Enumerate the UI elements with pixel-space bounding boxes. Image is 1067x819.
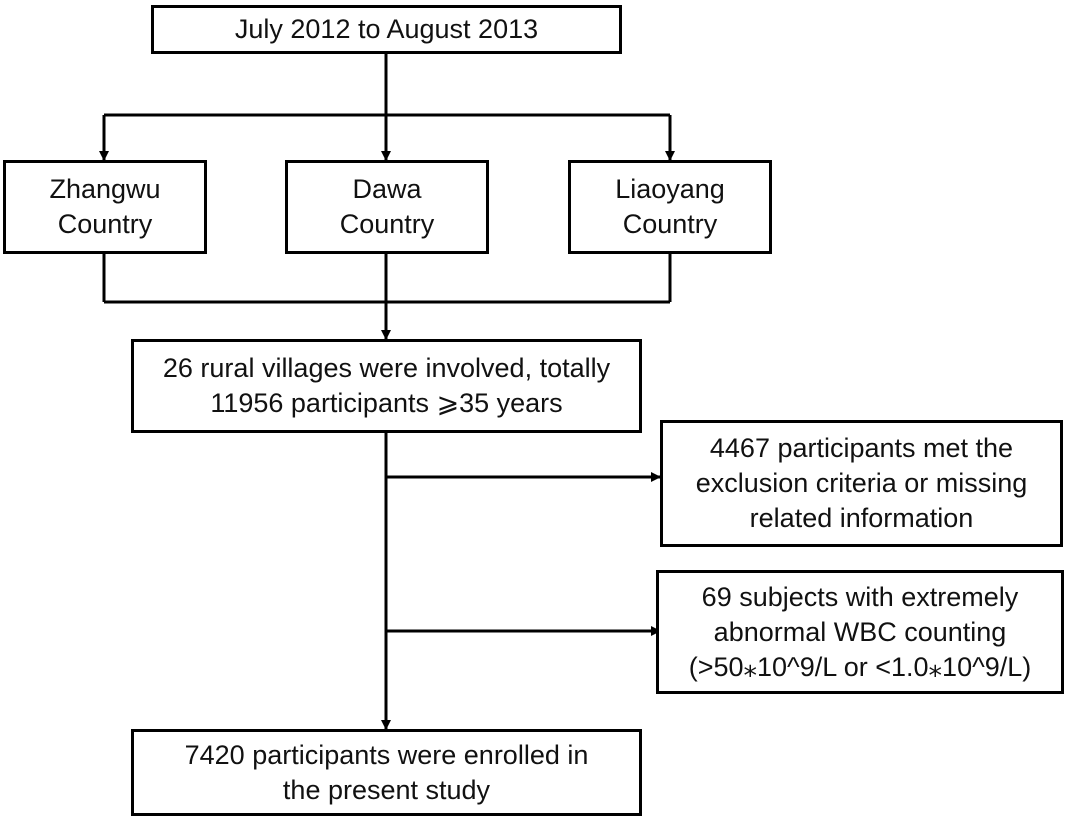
node-abnormal: 69 subjects with extremely abnormal WBC c… xyxy=(656,570,1064,694)
node-zhangwu-text-line-2: Country xyxy=(57,209,153,239)
node-villages-text-line-1: 26 rural villages were involved, totally xyxy=(162,353,611,383)
node-villages-text-line-2: 11956 participants ⩾35 years xyxy=(210,388,563,418)
node-abnormal-text-line-1: 69 subjects with extremely xyxy=(701,581,1019,612)
node-excluded-text-line-1: 4467 participants met the xyxy=(709,433,1014,463)
node-excluded-text: 4467 participants met the exclusion crite… xyxy=(696,431,1028,536)
node-enrolled-text-line-2: the present study xyxy=(282,774,491,805)
node-abnormal-text: 69 subjects with extremely abnormal WBC c… xyxy=(689,580,1032,685)
node-excluded: 4467 participants met the exclusion crite… xyxy=(660,420,1063,547)
node-abnormal-text-line-3: (>50⁎10^9/L or <1.0⁎10^9/L) xyxy=(688,651,1032,682)
node-abnormal-text-line-2: abnormal WBC counting xyxy=(713,616,1007,647)
node-zhangwu-text-line-1: Zhangwu xyxy=(49,174,161,204)
node-period-text-line-1: July 2012 to August 2013 xyxy=(234,14,539,44)
node-enrolled-text-line-1: 7420 participants were enrolled in xyxy=(184,739,589,770)
node-dawa-text-line-2: Country xyxy=(339,209,435,239)
node-villages: 26 rural villages were involved, totally… xyxy=(131,339,642,433)
node-enrolled: 7420 participants were enrolled in the pr… xyxy=(131,729,642,816)
node-excluded-text-line-2: exclusion criteria or missing xyxy=(695,468,1028,498)
node-period: July 2012 to August 2013 xyxy=(151,5,622,54)
node-dawa-text-line-1: Dawa xyxy=(352,174,422,204)
node-period-text: July 2012 to August 2013 xyxy=(235,12,538,47)
node-enrolled-text: 7420 participants were enrolled in the pr… xyxy=(185,738,589,808)
node-excluded-text-line-3: related information xyxy=(749,503,974,533)
node-liaoyang-text-line-2: Country xyxy=(622,209,718,239)
node-villages-text: 26 rural villages were involved, totally… xyxy=(163,351,610,421)
node-liaoyang-text-line-1: Liaoyang xyxy=(615,174,725,204)
